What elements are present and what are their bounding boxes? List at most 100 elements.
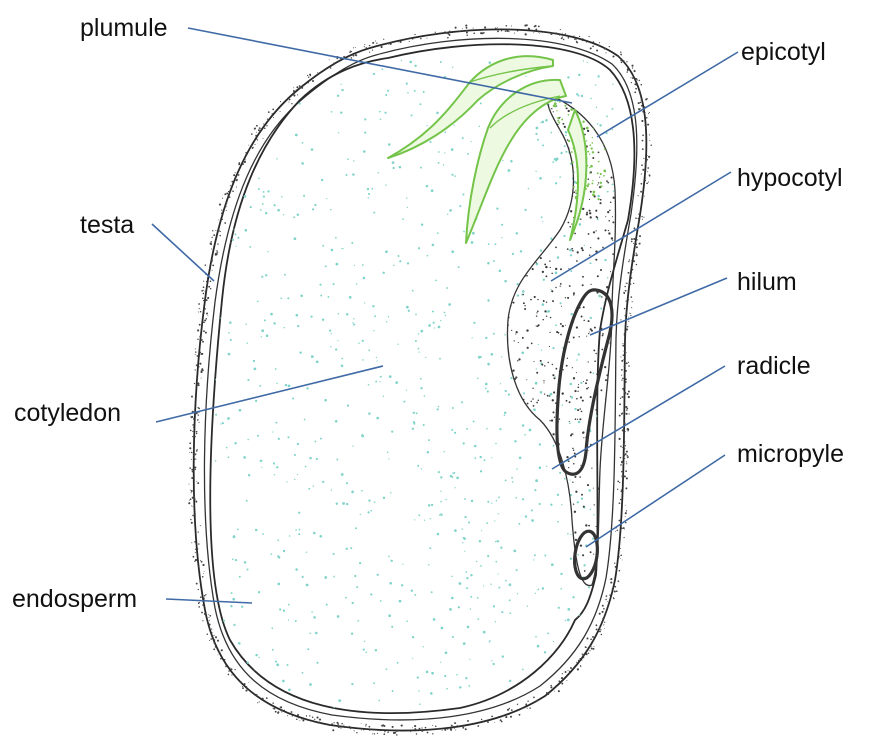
- stipple-dot: [356, 283, 358, 285]
- stipple-dot: [191, 417, 192, 418]
- stipple-dot: [386, 321, 387, 322]
- stipple-dot: [297, 214, 299, 216]
- stipple-dot: [416, 733, 417, 734]
- stipple-dot: [377, 733, 378, 734]
- stipple-dot: [591, 648, 593, 650]
- stipple-dot: [544, 116, 546, 118]
- stipple-dot: [555, 324, 557, 326]
- stipple-dot: [414, 65, 416, 67]
- stipple-dot: [195, 560, 196, 561]
- stipple-dot: [604, 537, 606, 539]
- stipple-dot: [608, 446, 610, 448]
- stipple-dot: [547, 591, 548, 592]
- stipple-dot: [431, 591, 433, 593]
- embryo-axis: [504, 92, 621, 596]
- stipple-dot: [553, 377, 555, 379]
- stipple-dot: [630, 69, 631, 70]
- stipple-dot: [591, 330, 593, 332]
- stipple-dot: [196, 450, 198, 452]
- stipple-dot: [248, 89, 250, 91]
- stipple-dot: [552, 161, 554, 163]
- stipple-dot: [568, 341, 570, 343]
- stipple-dot: [613, 197, 615, 199]
- stipple-dot: [573, 463, 575, 465]
- stipple-dot: [574, 452, 576, 454]
- stipple-dot: [217, 243, 218, 244]
- stipple-dot: [583, 306, 585, 308]
- stipple-dot: [338, 313, 340, 315]
- stipple-dot: [568, 110, 570, 112]
- stipple-dot: [560, 182, 563, 185]
- stipple-dot: [619, 556, 620, 557]
- stipple-dot: [566, 593, 568, 595]
- stipple-dot: [261, 329, 264, 332]
- stipple-dot: [597, 237, 599, 239]
- stipple-dot: [555, 272, 558, 275]
- stipple-dot: [189, 500, 190, 501]
- stipple-dot: [575, 101, 577, 103]
- stipple-dot: [616, 194, 618, 196]
- stipple-dot: [558, 510, 560, 512]
- stipple-dot: [445, 499, 447, 501]
- stipple-dot: [526, 544, 527, 545]
- stipple-dot: [605, 484, 607, 486]
- stipple-dot: [510, 160, 513, 163]
- stipple-dot: [291, 103, 292, 104]
- stipple-dot: [438, 326, 441, 329]
- stipple-dot: [510, 410, 512, 412]
- stipple-dot: [364, 46, 365, 47]
- stipple-dot: [193, 496, 195, 498]
- stipple-dot: [232, 190, 234, 192]
- stipple-dot: [402, 564, 403, 565]
- stipple-dot: [618, 386, 620, 388]
- stipple-dot: [621, 379, 622, 380]
- stipple-dot: [491, 502, 492, 503]
- stipple-dot: [210, 638, 212, 640]
- stipple-dot: [513, 179, 514, 180]
- stipple-dot: [548, 124, 551, 127]
- stipple-dot: [197, 419, 199, 421]
- label-radicle: radicle: [737, 352, 811, 380]
- stipple-dot: [486, 428, 488, 430]
- stipple-dot: [604, 48, 606, 50]
- stipple-dot: [549, 192, 551, 194]
- stipple-dot: [643, 217, 644, 218]
- stipple-dot: [626, 352, 627, 353]
- stipple-dot: [576, 260, 578, 262]
- stipple-dot: [618, 270, 619, 271]
- stipple-dot: [220, 423, 221, 424]
- stipple-dot: [426, 125, 427, 126]
- stipple-dot: [524, 478, 526, 480]
- stipple-dot: [517, 360, 518, 361]
- stipple-dot: [319, 722, 321, 724]
- stipple-dot: [204, 571, 205, 572]
- stipple-dot: [462, 542, 463, 543]
- stipple-dot: [620, 446, 622, 448]
- stipple-dot: [226, 447, 228, 449]
- stipple-dot: [214, 639, 216, 641]
- stipple-dot: [326, 604, 328, 606]
- stipple-dot: [242, 686, 243, 687]
- stipple-dot: [202, 576, 204, 578]
- stipple-dot: [631, 241, 633, 243]
- stipple-dot: [388, 458, 389, 459]
- stipple-dot: [525, 703, 527, 705]
- stipple-dot: [607, 277, 608, 278]
- stipple-dot: [331, 249, 334, 252]
- stipple-dot: [553, 111, 554, 112]
- stipple-dot: [638, 102, 640, 104]
- stipple-dot: [541, 185, 543, 187]
- stipple-dot: [508, 28, 510, 30]
- stipple-dot: [313, 485, 314, 486]
- stipple-dot: [537, 139, 539, 141]
- stipple-dot: [287, 664, 289, 666]
- stipple-dot: [256, 125, 258, 127]
- stipple-dot: [580, 382, 582, 384]
- stipple-dot: [194, 453, 196, 455]
- stipple-dot: [288, 619, 289, 620]
- stipple-dot: [409, 41, 410, 42]
- stipple-dot: [453, 125, 454, 126]
- stipple-dot: [433, 322, 435, 324]
- stipple-dot: [642, 111, 644, 113]
- stipple-dot: [622, 412, 623, 413]
